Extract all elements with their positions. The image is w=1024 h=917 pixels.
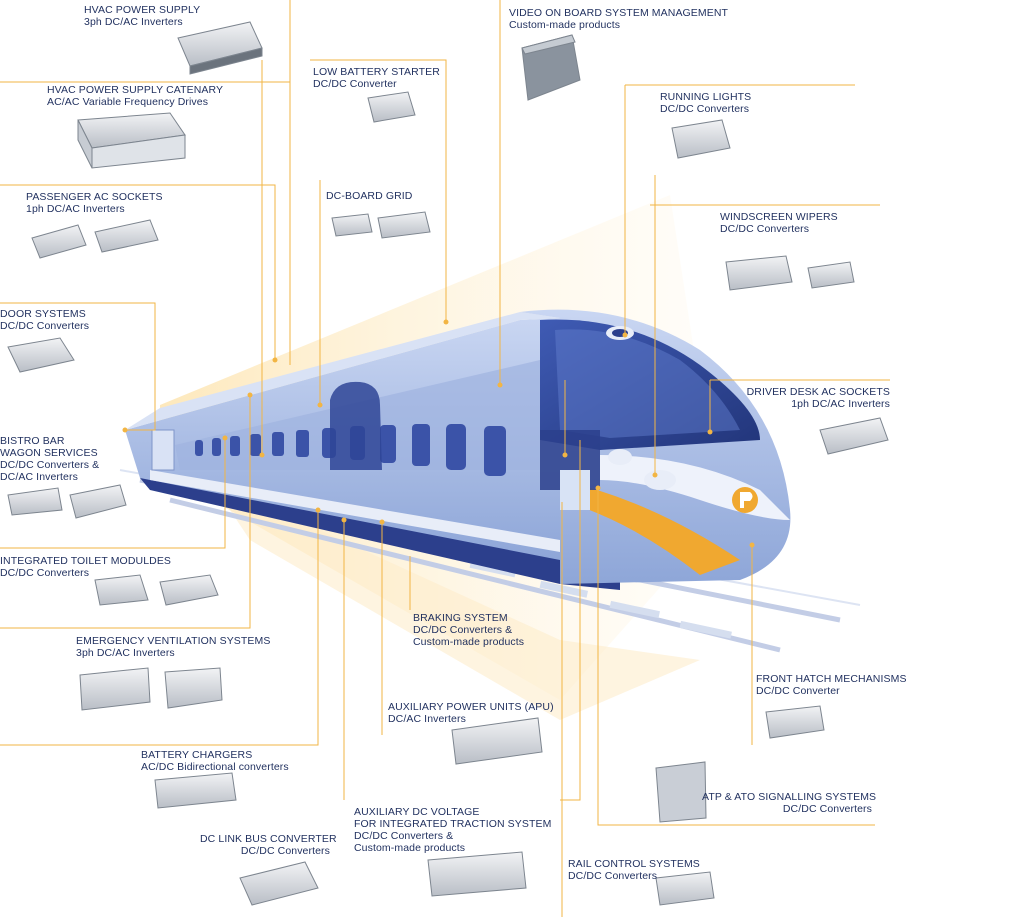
callout-windscreen: WINDSCREEN WIPERS DC/DC Converters [720,211,838,235]
callout-dc-board: DC-BOARD GRID [326,190,412,202]
device-front-hatch [765,705,825,739]
callout-title: VIDEO ON BOARD SYSTEM MANAGEMENT [509,7,729,19]
callout-line: DC/DC Converters & [354,830,454,842]
callout-subtitle: 3ph DC/AC Inverters [76,647,175,659]
callout-title: LOW BATTERY STARTER [313,66,440,78]
device-low-battery [367,91,416,123]
device-wipers-1 [725,255,793,291]
callout-aux-dc: AUXILIARY DC VOLTAGE FOR INTEGRATED TRAC… [354,806,551,854]
callout-emergency-vent: EMERGENCY VENTILATION SYSTEMS 3ph DC/AC … [76,635,270,659]
device-vent-1 [79,667,151,711]
callout-title: FRONT HATCH MECHANISMS [756,673,907,685]
callout-subtitle: DC/DC Converters [0,320,90,332]
callout-passenger-ac: PASSENGER AC SOCKETS 1ph DC/AC Inverters [26,191,163,215]
callout-door-systems: DOOR SYSTEMS DC/DC Converters [0,308,89,332]
callout-title: ATP & ATO SIGNALLING SYSTEMS [702,791,877,803]
device-hvac-inverter [177,21,263,75]
callout-title: BATTERY CHARGERS [141,749,253,761]
device-passenger-ac-2 [94,219,159,253]
callout-subtitle: 1ph DC/AC Inverters [791,398,890,410]
callout-subtitle: DC/AC Inverters [388,713,466,725]
callout-hvac-catenary: HVAC POWER SUPPLY CATENARY AC/AC Variabl… [47,84,223,108]
callout-atp: ATP & ATO SIGNALLING SYSTEMS DC/DC Conve… [702,791,877,815]
callout-braking: BRAKING SYSTEM DC/DC Converters & Custom… [413,612,524,648]
device-apu [451,717,543,765]
device-driver-desk [819,417,889,455]
callout-title: AUXILIARY POWER UNITS (APU) [388,701,554,713]
callout-driver-desk: DRIVER DESK AC SOCKETS 1ph DC/AC Inverte… [730,386,890,410]
callout-apu: AUXILIARY POWER UNITS (APU) DC/AC Invert… [388,701,554,725]
callout-title: PASSENGER AC SOCKETS [26,191,163,203]
callout-title: EMERGENCY VENTILATION SYSTEMS [76,635,271,647]
device-passenger-ac-1 [31,224,87,259]
device-thumbnails [7,21,889,906]
callout-hvac-power-supply: HVAC POWER SUPPLY 3ph DC/AC Inverters [84,4,200,28]
leader-dots [122,319,755,548]
device-wipers-2 [807,261,855,289]
callout-subtitle: DC/DC Converter [313,78,397,90]
callout-subtitle: DC/DC Converters [660,103,750,115]
device-battery-charger [154,772,237,809]
callout-title: DRIVER DESK AC SOCKETS [746,386,890,398]
callout-low-battery: LOW BATTERY STARTER DC/DC Converter [313,66,440,90]
device-dc-link [239,861,319,906]
callout-dc-link: DC LINK BUS CONVERTER DC/DC Converters [200,833,337,857]
callout-bistro: BISTRO BAR WAGON SERVICES DC/DC Converte… [0,435,99,483]
callout-line: DC/AC Inverters [0,471,78,483]
callout-toilet: INTEGRATED TOILET MODULDES DC/DC Convert… [0,555,171,579]
callout-video: VIDEO ON BOARD SYSTEM MANAGEMENT Custom-… [509,7,728,31]
device-bistro-2 [69,484,127,519]
callout-title: RAIL CONTROL SYSTEMS [568,858,700,870]
device-running-lights [671,119,731,159]
device-dc-board-2 [377,211,431,239]
device-toilet-2 [159,574,219,606]
callout-subtitle: DC/DC Converters [0,567,90,579]
callout-subtitle: 1ph DC/AC Inverters [26,203,125,215]
callout-subtitle: DC/DC Converters [782,803,872,815]
leader-lines [0,0,890,917]
callout-title: DC LINK BUS CONVERTER [200,833,337,845]
callout-battery-chargers: BATTERY CHARGERS AC/DC Bidirectional con… [141,749,289,773]
callout-line: Custom-made products [354,842,466,854]
device-aux-dc [427,851,527,897]
callout-title: INTEGRATED TOILET MODULDES [0,555,172,567]
callout-subtitle: AC/AC Variable Frequency Drives [47,96,209,108]
device-video-rack [521,34,581,101]
callout-running-lights: RUNNING LIGHTS DC/DC Converters [660,91,751,115]
callout-subtitle: DC/DC Converters [568,870,658,882]
callout-rail-control: RAIL CONTROL SYSTEMS DC/DC Converters [568,858,700,882]
callout-line: Custom-made products [413,636,525,648]
train [125,309,791,590]
device-rail-control [655,871,715,906]
callout-title: DOOR SYSTEMS [0,308,86,320]
callout-title: HVAC POWER SUPPLY CATENARY [47,84,224,96]
device-toilet-1 [94,574,149,606]
callout-line: WAGON SERVICES [0,447,98,459]
device-atp-card [655,761,707,823]
callout-line: DC/DC Converters & [413,624,513,636]
callout-subtitle: DC/DC Converters [720,223,810,235]
callout-line: AUXILIARY DC VOLTAGE [354,806,480,818]
callout-title: HVAC POWER SUPPLY [84,4,201,16]
device-bistro-1 [7,487,63,516]
callout-subtitle: DC/DC Converters [240,845,330,857]
callout-line: BRAKING SYSTEM [413,612,508,624]
callout-title: RUNNING LIGHTS [660,91,752,103]
callout-subtitle: 3ph DC/AC Inverters [84,16,183,28]
device-vent-2 [164,667,223,709]
device-hvac-vfd [77,112,186,169]
callout-title: DC-BOARD GRID [326,190,413,202]
callout-subtitle: AC/DC Bidirectional converters [141,761,289,773]
callout-title: WINDSCREEN WIPERS [720,211,838,223]
callout-line: FOR INTEGRATED TRACTION SYSTEM [354,818,552,830]
callout-line: DC/DC Converters & [0,459,100,471]
device-door [7,337,75,373]
callout-line: BISTRO BAR [0,435,65,447]
callout-subtitle: Custom-made products [509,19,621,31]
callout-front-hatch: FRONT HATCH MECHANISMS DC/DC Converter [756,673,907,697]
callout-subtitle: DC/DC Converter [756,685,840,697]
device-dc-board-1 [331,213,373,237]
